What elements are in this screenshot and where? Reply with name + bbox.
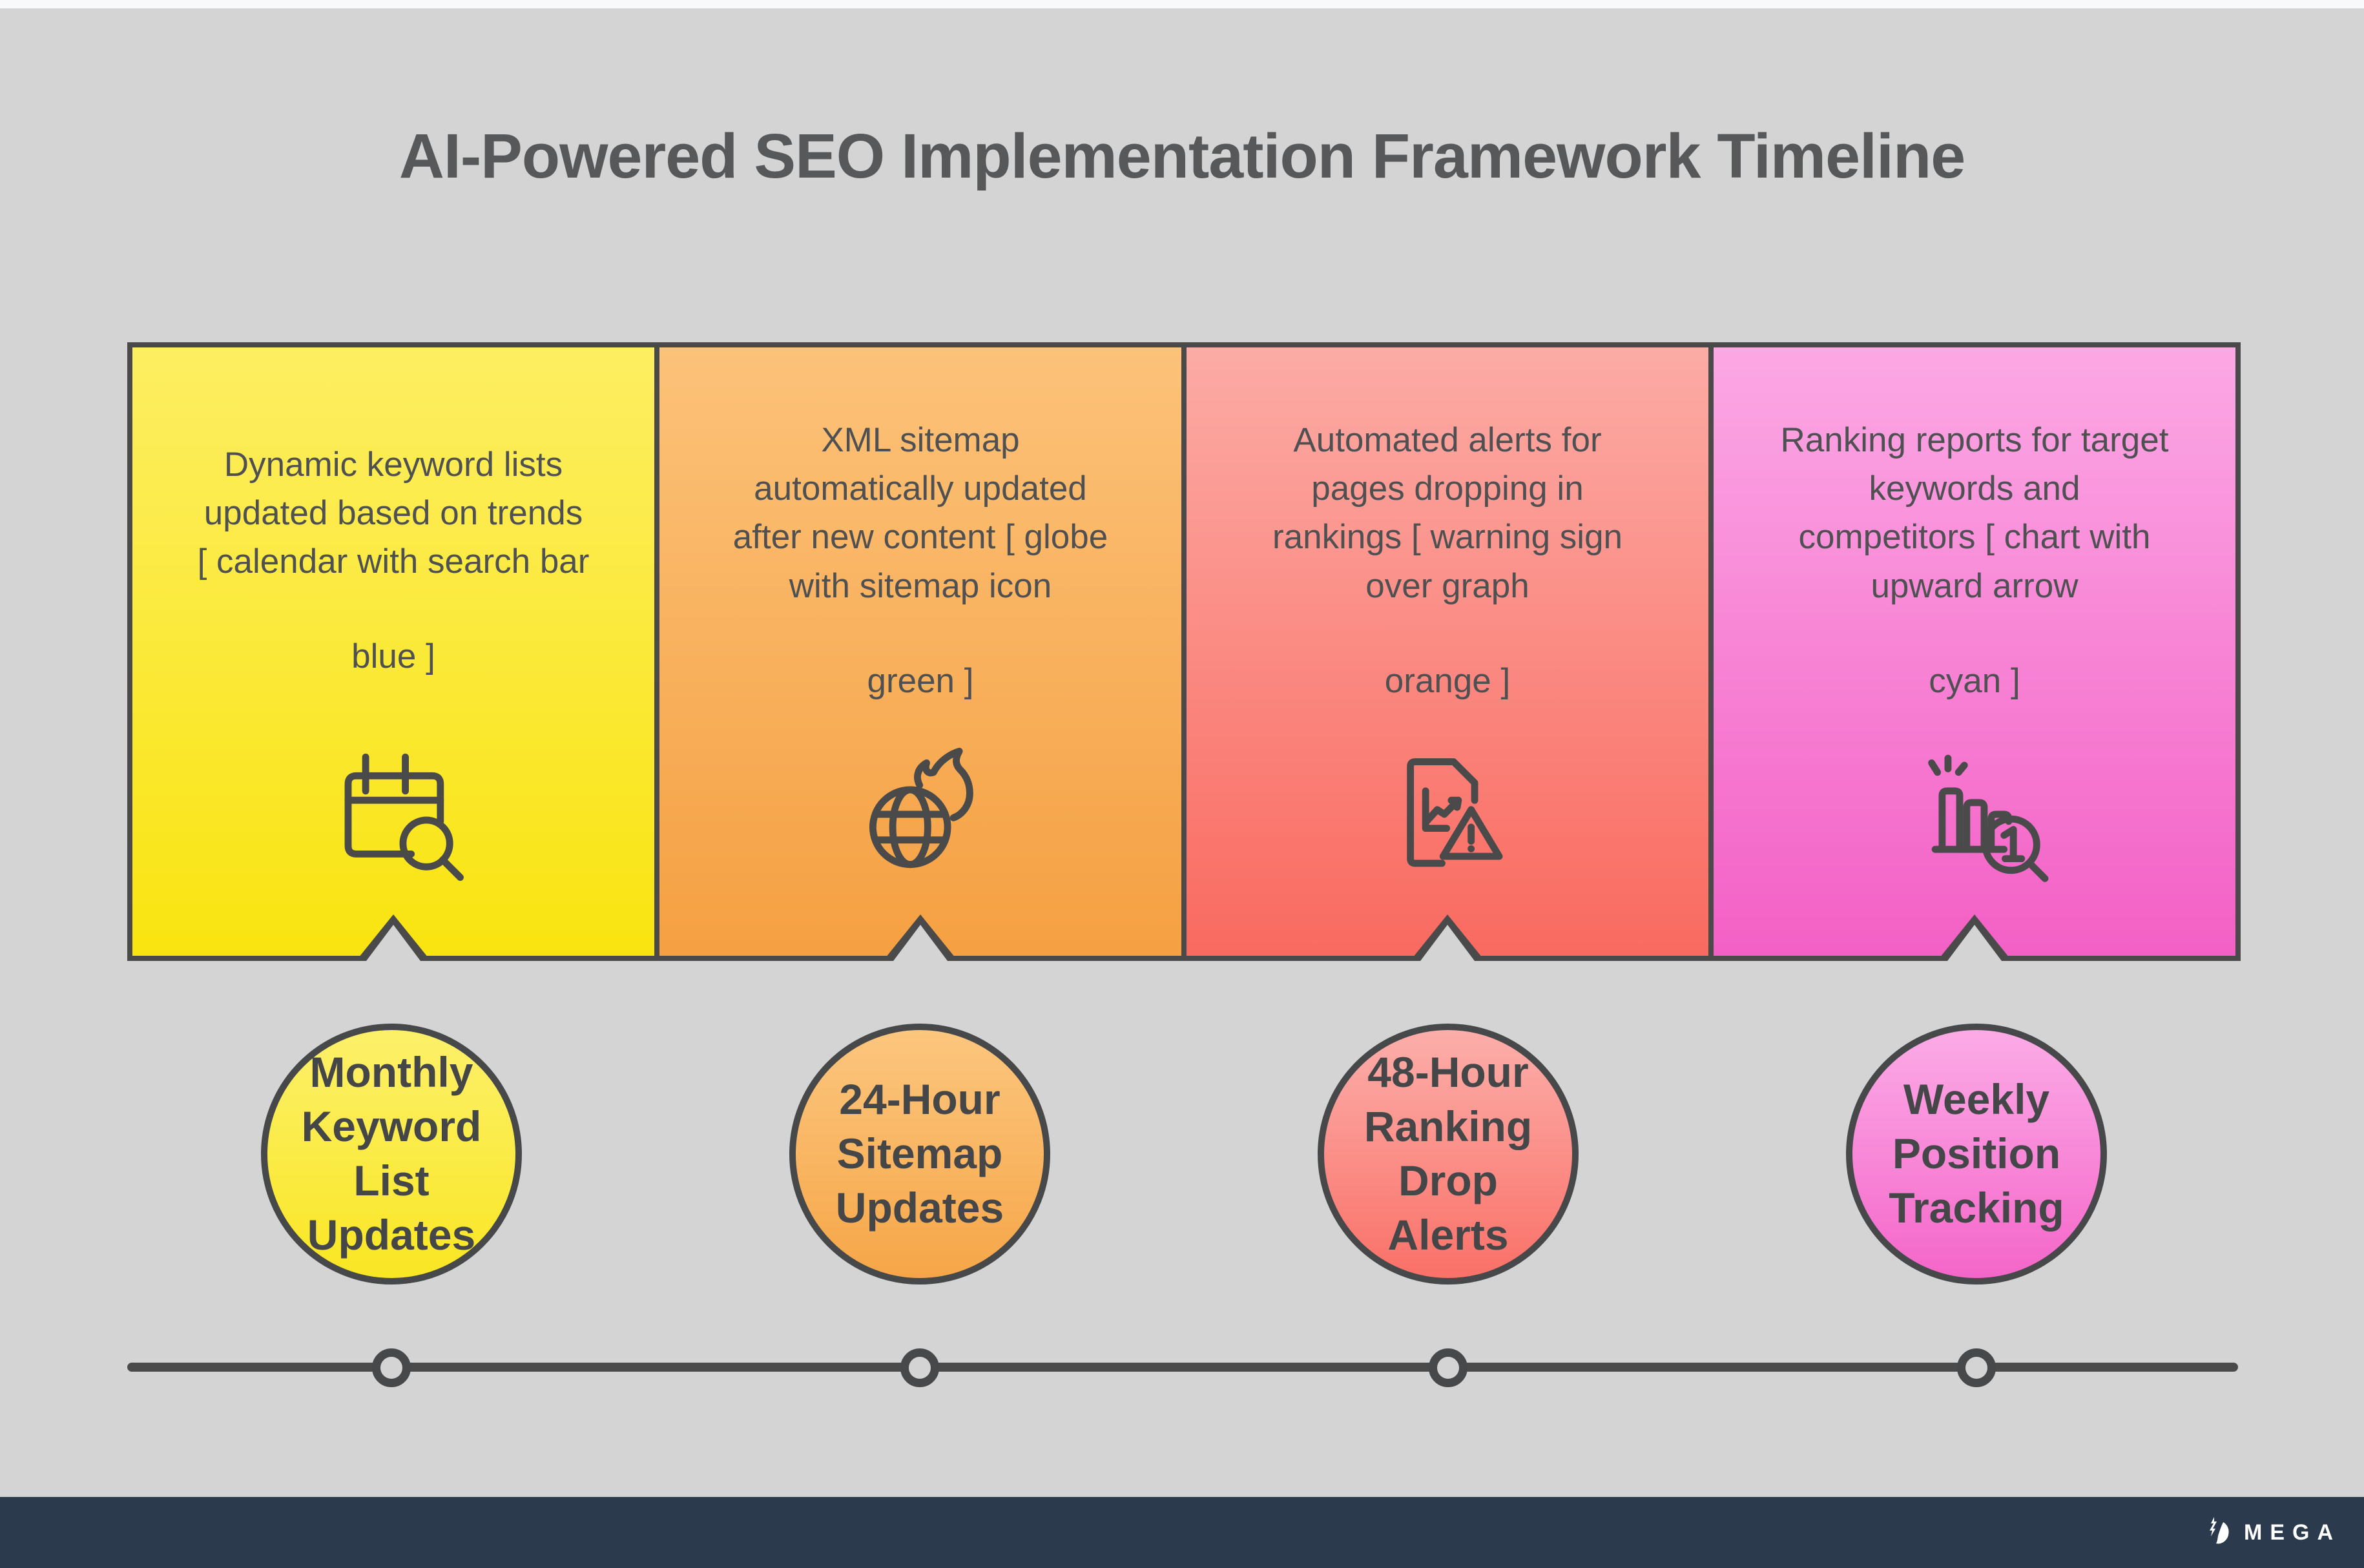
- card-description: XML sitemap automatically updated after …: [732, 420, 1108, 605]
- step-circle-weekly-position-tracking: Weekly Position Tracking: [1846, 1024, 2107, 1284]
- card-text-area: XML sitemap automatically updated after …: [675, 386, 1166, 735]
- card-notch: [893, 925, 948, 961]
- card-keyword-updates: Dynamic keyword lists updated based on t…: [132, 347, 654, 961]
- card-strip: Dynamic keyword lists updated based on t…: [127, 342, 2241, 961]
- timeline-dot-3: [1429, 1348, 1467, 1387]
- calendar-search-icon: [132, 735, 654, 887]
- card-notch: [366, 925, 420, 961]
- mega-logo-icon: [2208, 1516, 2234, 1550]
- card-color-note: green ]: [867, 661, 974, 700]
- document-chart-warning-icon: [1187, 735, 1708, 887]
- footer-bar: MEGA: [0, 1497, 2364, 1568]
- card-text-area: Automated alerts for pages dropping in r…: [1202, 386, 1693, 735]
- card-text-area: Ranking reports for target keywords and …: [1729, 386, 2220, 735]
- card-description: Dynamic keyword lists updated based on t…: [197, 445, 590, 581]
- globe-flame-icon: [659, 735, 1181, 887]
- card-sitemap-updates: XML sitemap automatically updated after …: [654, 347, 1181, 961]
- timeline-dot-2: [900, 1348, 939, 1387]
- top-strip: [0, 0, 2364, 8]
- card-text-area: Dynamic keyword lists updated based on t…: [148, 386, 639, 735]
- step-circle-48-hour-ranking-drop-alerts: 48-Hour Ranking Drop Alerts: [1318, 1024, 1579, 1284]
- card-position-tracking: Ranking reports for target keywords and …: [1708, 347, 2235, 961]
- card-description: Ranking reports for target keywords and …: [1780, 420, 2169, 605]
- card-notch: [1420, 925, 1475, 961]
- timeline-dot-1: [372, 1348, 411, 1387]
- timeline-line: [127, 1363, 2238, 1372]
- step-label: 48-Hour Ranking Drop Alerts: [1363, 1048, 1533, 1259]
- card-ranking-drop-alerts: Automated alerts for pages dropping in r…: [1181, 347, 1708, 961]
- card-color-note: cyan ]: [1929, 661, 2020, 700]
- step-circle-monthly-keyword-list-updates: Monthly Keyword List Updates: [261, 1024, 522, 1284]
- card-color-note: blue ]: [351, 637, 435, 676]
- ranking-bars-search-icon: [1714, 735, 2235, 887]
- step-label: Monthly Keyword List Updates: [301, 1048, 482, 1259]
- page-title: AI-Powered SEO Implementation Framework …: [399, 121, 1965, 191]
- step-label: Weekly Position Tracking: [1889, 1075, 2064, 1232]
- step-label: 24-Hour Sitemap Updates: [835, 1075, 1004, 1232]
- card-color-note: orange ]: [1384, 661, 1511, 700]
- card-notch: [1947, 925, 2002, 961]
- brand-name: MEGA: [2244, 1520, 2341, 1545]
- step-circle-24-hour-sitemap-updates: 24-Hour Sitemap Updates: [789, 1024, 1050, 1284]
- timeline-dot-4: [1957, 1348, 1996, 1387]
- card-description: Automated alerts for pages dropping in r…: [1272, 420, 1623, 605]
